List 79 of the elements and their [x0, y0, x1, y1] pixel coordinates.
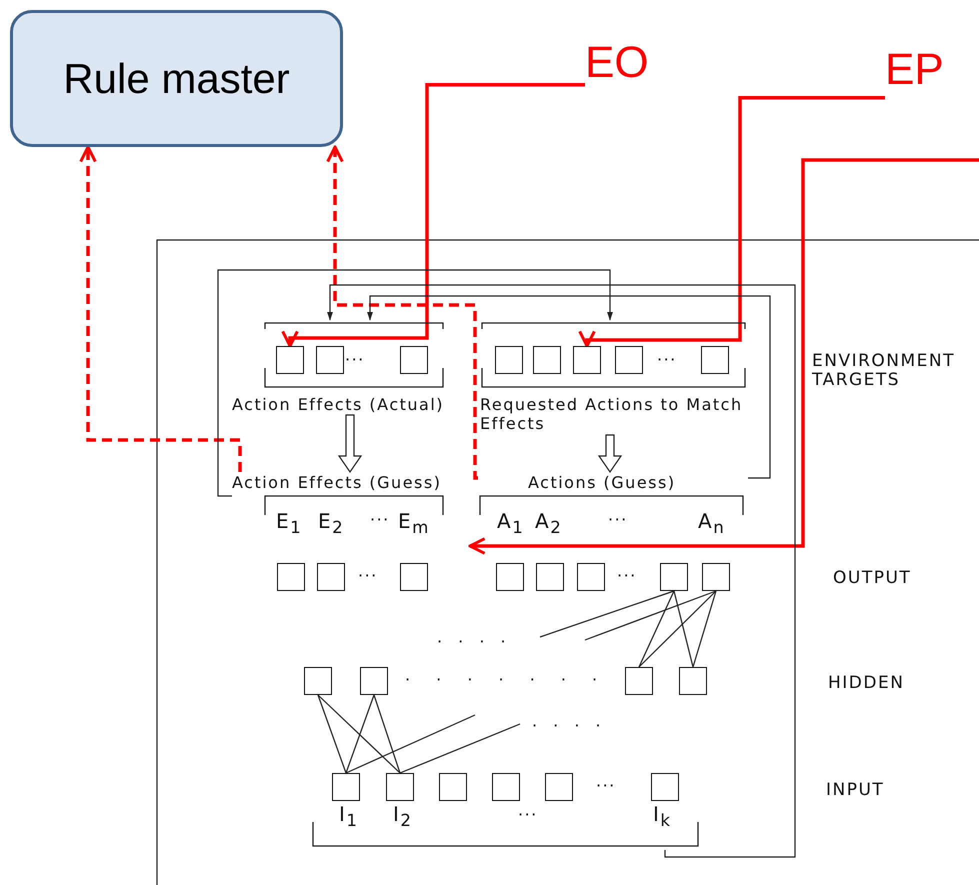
- arrow: [79, 146, 242, 472]
- unit-square: [545, 773, 573, 801]
- unit-square: [495, 346, 523, 374]
- unit-square: [577, 563, 605, 591]
- unit-square: [277, 563, 305, 591]
- connection-line: [345, 694, 375, 774]
- unit-label: I$_{1}$: [339, 805, 359, 830]
- ellipsis: ···: [370, 510, 390, 529]
- ellipsis: ···: [358, 566, 378, 585]
- unit-square: [492, 773, 520, 801]
- ellipsis: · · · ·: [532, 716, 602, 735]
- connection-line: [346, 714, 476, 774]
- unit-square: [651, 773, 679, 801]
- connection-line: [400, 723, 520, 774]
- unit-square: [439, 773, 467, 801]
- arrow: [468, 158, 979, 555]
- unit-label: A$_{n}$: [698, 512, 726, 537]
- connection-line: [584, 590, 716, 641]
- ellipsis: ···: [596, 776, 616, 795]
- ellipsis: ···: [345, 350, 365, 369]
- ellipsis: · · · ·: [437, 632, 508, 651]
- group-label: Requested Actions to Match Effects: [480, 395, 744, 433]
- ellipsis: ···: [518, 805, 538, 824]
- ellipsis: ···: [608, 510, 628, 529]
- unit-square: [533, 346, 561, 374]
- layer-label: OUTPUT: [833, 569, 912, 588]
- group-label: Action Effects (Guess): [232, 473, 442, 492]
- rule-master-box: Rule master: [10, 10, 343, 147]
- arrow: [217, 269, 613, 497]
- connection-line: [638, 590, 675, 668]
- unit-square: [702, 563, 730, 591]
- unit-label: E$_{1}$: [276, 512, 302, 537]
- unit-square: [316, 346, 344, 374]
- connection-line: [692, 590, 717, 668]
- unit-square: [360, 667, 388, 695]
- unit-square: [536, 563, 564, 591]
- unit-label: E$_{2}$: [318, 512, 344, 537]
- arrow: [367, 295, 771, 479]
- unit-square: [625, 667, 653, 695]
- connection-line: [317, 694, 347, 774]
- unit-label: I$_{2}$: [393, 805, 413, 830]
- connection-line: [318, 694, 400, 774]
- unit-square: [701, 346, 729, 374]
- unit-square: [660, 563, 688, 591]
- unit-square: [615, 346, 643, 374]
- unit-square: [496, 563, 524, 591]
- group-label: Action Effects (Actual): [232, 395, 444, 414]
- unit-label: E$_{m}$: [398, 512, 430, 537]
- unit-label: A$_{2}$: [535, 512, 562, 537]
- hollow-arrow: [598, 434, 622, 474]
- connection-line: [638, 590, 716, 668]
- connection-line: [673, 590, 694, 668]
- arrow: [327, 284, 796, 858]
- connection-line: [373, 694, 401, 774]
- connection-line: [540, 590, 674, 638]
- layer-label: HIDDEN: [828, 674, 906, 693]
- ellipsis: · · · · · · ·: [405, 670, 599, 689]
- signal-label: EO: [585, 38, 660, 90]
- arrow: [578, 96, 885, 348]
- unit-square: [679, 667, 707, 695]
- layer-label: INPUT: [826, 781, 886, 800]
- arrow: [326, 146, 479, 480]
- signal-label: EP: [885, 45, 955, 100]
- ellipsis: ···: [657, 350, 677, 369]
- unit-square: [304, 667, 332, 695]
- arrow: [281, 83, 585, 348]
- group-label: Actions (Guess): [528, 473, 676, 492]
- unit-square: [400, 563, 428, 591]
- unit-label: A$_{1}$: [497, 512, 524, 537]
- unit-square: [386, 773, 414, 801]
- unit-square: [573, 346, 601, 374]
- unit-square: [400, 346, 428, 374]
- unit-square: [332, 773, 360, 801]
- hollow-arrow: [338, 414, 362, 474]
- layer-label: ENVIRONMENT TARGETS: [812, 352, 956, 390]
- unit-square: [276, 346, 304, 374]
- unit-label: I$_{k}$: [653, 805, 672, 830]
- unit-square: [317, 563, 345, 591]
- ellipsis: ···: [617, 566, 637, 585]
